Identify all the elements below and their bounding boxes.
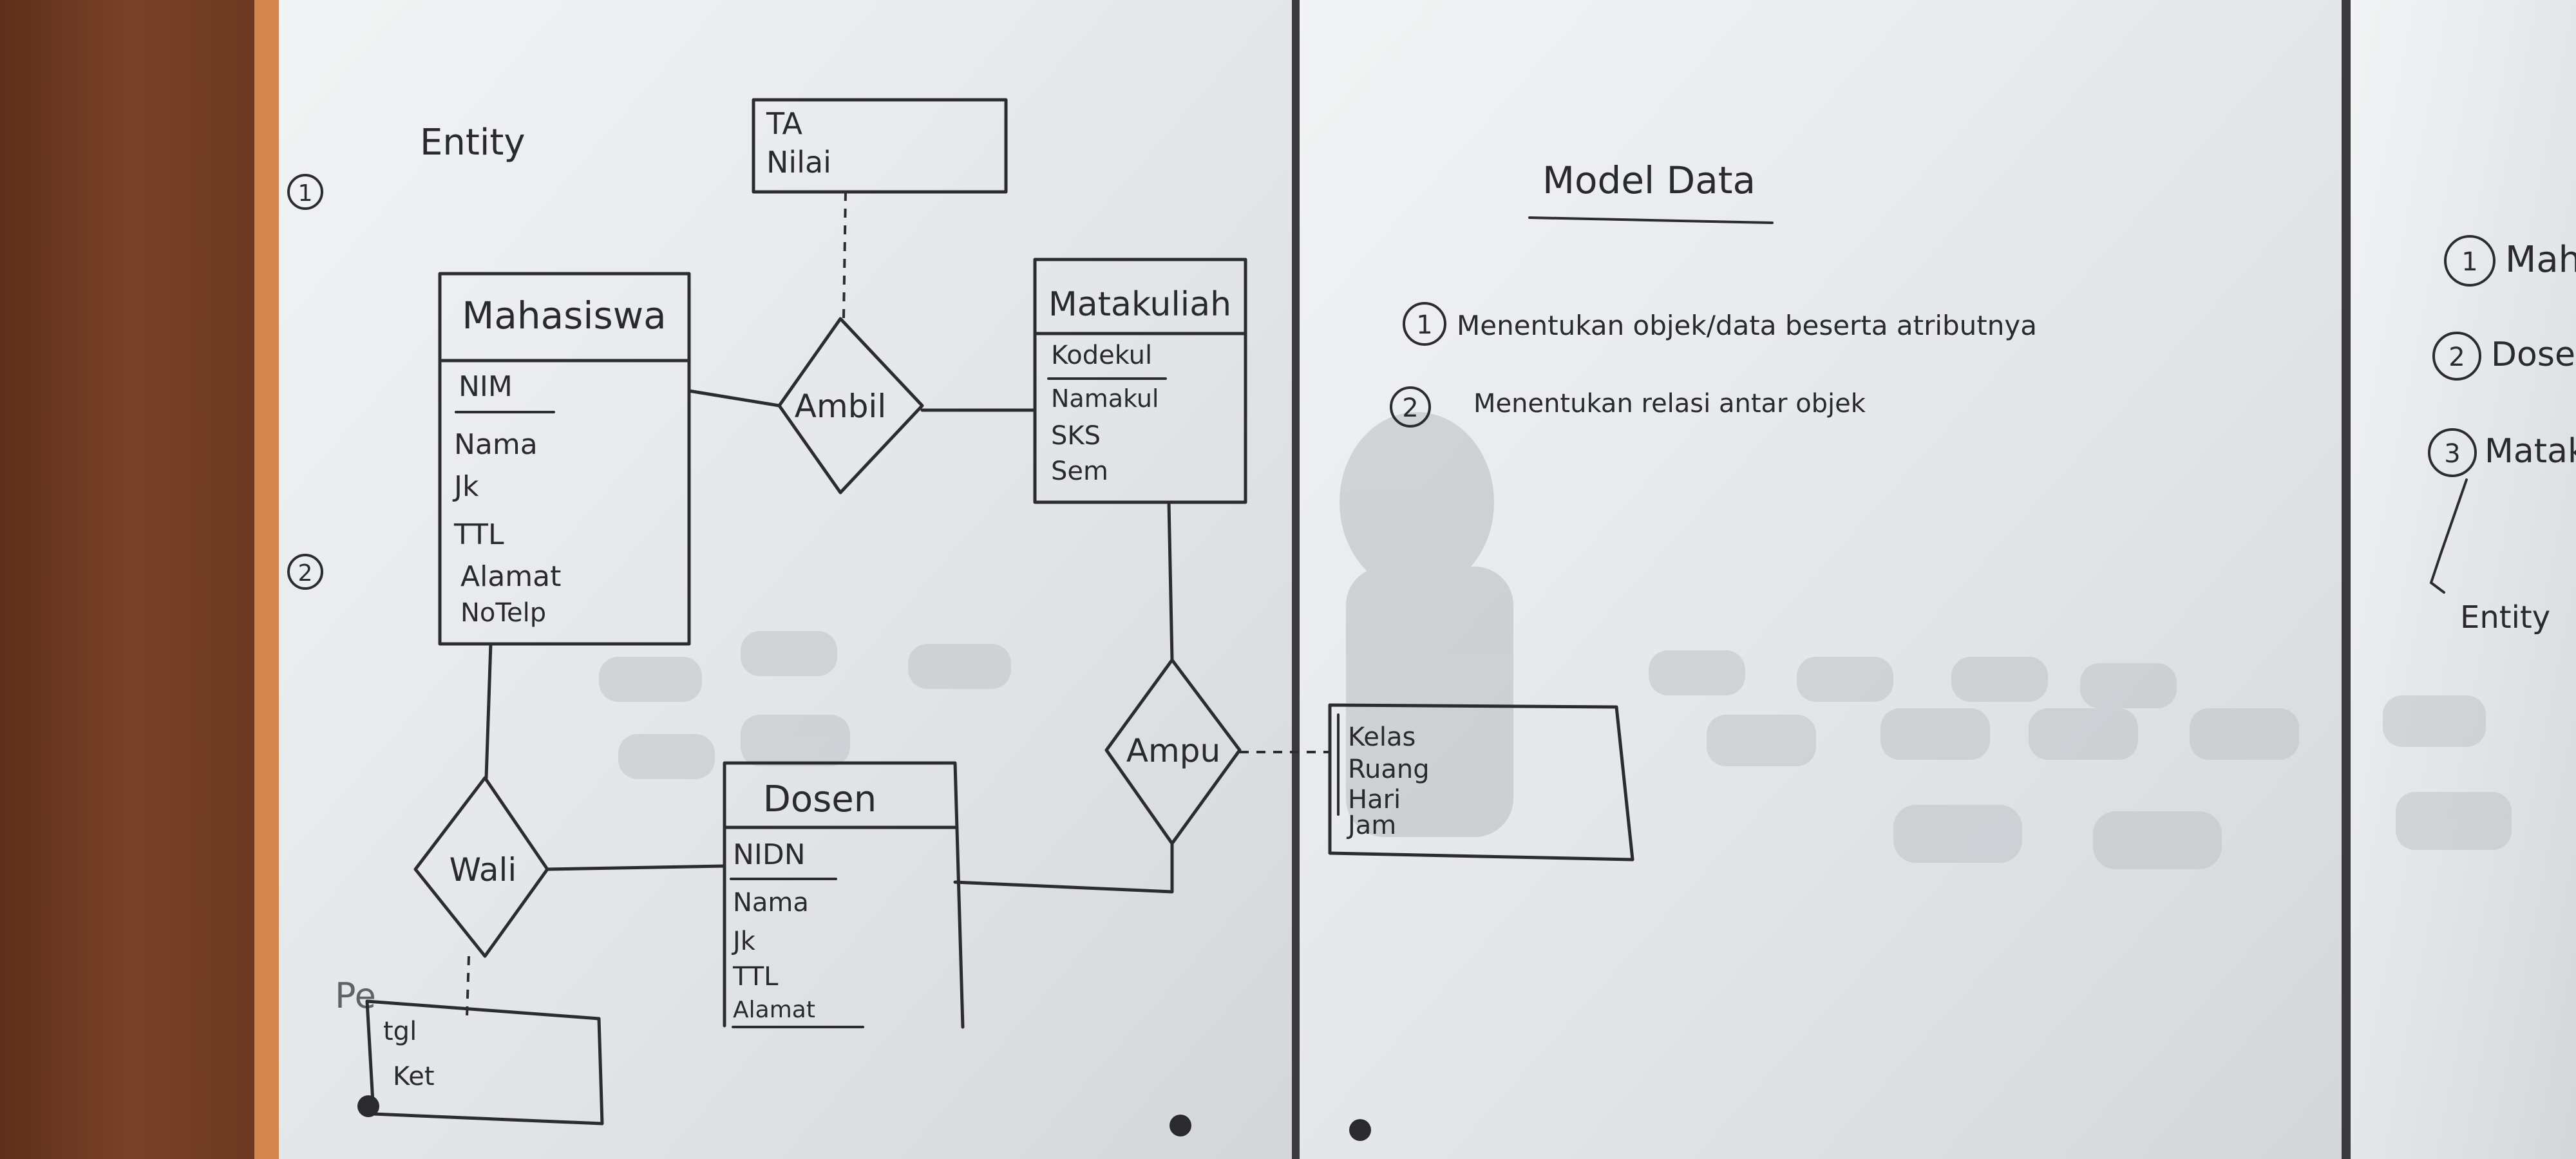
entity-mahasiswa-title: Mahasiswa (462, 294, 666, 337)
connector-ampu-dosen (953, 842, 1174, 894)
frame-edge (254, 0, 279, 1159)
connector-ambil-attributes (842, 191, 847, 319)
relation-attribute: Hari (1348, 785, 1401, 815)
section-marker-2: 2 (287, 554, 323, 590)
board-heading: Entity (420, 122, 526, 164)
entity-mahasiswa-attr: TTL (453, 518, 504, 551)
relation-attribute: tgl (383, 1017, 417, 1046)
relation-attribute: Ket (393, 1062, 435, 1091)
section-marker-1-label: 1 (298, 180, 313, 207)
entity-matakuliah-attr: Namakul (1051, 384, 1159, 413)
connector-wali-dosen (545, 864, 726, 871)
relationship-wali: Wali (413, 776, 549, 958)
relation-attribute: Jam (1346, 811, 1396, 840)
model-step-2-number: 2 (1402, 393, 1418, 423)
entity-matakuliah-key: Kodekul (1051, 341, 1152, 370)
relation-attribute: Ruang (1348, 755, 1430, 784)
entity-matakuliah: Matakuliah Kodekul Namakul SKS Sem (1033, 258, 1247, 504)
section-marker-2-label: 2 (298, 560, 313, 587)
side-list-item-2-number: 2 (2448, 343, 2465, 372)
entity-matakuliah-title: Matakuliah (1048, 285, 1231, 324)
entity-mahasiswa-attr: Jk (452, 470, 479, 503)
relation-attribute: Kelas (1348, 722, 1416, 752)
relationship-wali-label: Wali (450, 851, 517, 889)
section-marker-1: 1 (287, 174, 323, 210)
side-list-bracket (2429, 478, 2468, 594)
model-step-2: 2 Menentukan relasi antar objek (1390, 386, 1866, 428)
side-list-item-1-text: Mah (2505, 239, 2576, 281)
person-reflection (1340, 412, 1513, 837)
entity-dosen: Dosen NIDN Nama Jk TTL Alamat (723, 761, 965, 1029)
model-title: Model Data (1542, 158, 1756, 202)
entity-mahasiswa-attr: Alamat (460, 560, 561, 593)
entity-mahasiswa-key: NIM (459, 370, 513, 403)
connector-matakuliah-ampu (1167, 500, 1174, 662)
entity-dosen-attr: Alamat (733, 997, 815, 1023)
side-list-item-3: 3 Matak (2428, 428, 2576, 477)
stray-label: Pe (335, 975, 376, 1016)
connector-mahasiswa-ambil (687, 389, 781, 408)
entity-dosen-attr: TTL (732, 962, 779, 992)
model-step-1-text: Menentukan objek/data beserta atributnya (1457, 310, 2037, 341)
entity-dosen-title: Dosen (763, 778, 877, 820)
relation-attribute: TA (766, 106, 803, 141)
entity-matakuliah-attr: SKS (1051, 421, 1101, 451)
panel-divider (2342, 0, 2351, 1159)
relationship-ambil: Ambil (777, 317, 924, 495)
entity-dosen-key: NIDN (733, 838, 806, 871)
relation-attributes-ampu: Kelas Ruang Hari Jam (1328, 703, 1634, 862)
side-list-item-1-number: 1 (2461, 247, 2477, 277)
wood-frame (0, 0, 267, 1159)
whiteboard-panel-middle (1300, 0, 2343, 1159)
side-list-item-3-text: Matak (2485, 432, 2576, 471)
side-list-item-1: 1 Mah (2444, 235, 2576, 287)
relation-attributes-wali: tgl Ket (365, 999, 604, 1126)
model-step-2-text: Menentukan relasi antar objek (1473, 389, 1866, 419)
side-list-item-3-number: 3 (2444, 439, 2460, 469)
whiteboard-panel-right (2351, 0, 2576, 1159)
entity-mahasiswa: Mahasiswa NIM Nama Jk TTL Alamat NoTelp (438, 272, 691, 646)
side-list-item-2: 2 Dosen (2432, 332, 2576, 381)
side-list-footer: Entity (2460, 599, 2550, 636)
panel-divider (1292, 0, 1300, 1159)
side-list-item-2-text: Dosen (2491, 335, 2576, 374)
model-step-1: 1 Menentukan objek/data beserta atributn… (1403, 302, 2037, 346)
connector-mahasiswa-wali (484, 642, 493, 780)
entity-dosen-attr: Nama (733, 888, 809, 918)
entity-mahasiswa-attr: NoTelp (460, 598, 546, 628)
relationship-ampu-label: Ampu (1126, 732, 1220, 769)
relationship-ambil-label: Ambil (795, 388, 886, 425)
entity-dosen-attr: Jk (731, 927, 756, 956)
entity-matakuliah-attr: Sem (1051, 457, 1108, 486)
relation-attributes-ambil: TA Nilai (752, 98, 1008, 194)
model-title-underline (1528, 216, 1774, 224)
model-step-1-number: 1 (1416, 310, 1432, 340)
relation-attribute: Nilai (766, 145, 831, 180)
classroom-reflection (599, 631, 2512, 869)
entity-mahasiswa-attr: Nama (454, 428, 538, 461)
